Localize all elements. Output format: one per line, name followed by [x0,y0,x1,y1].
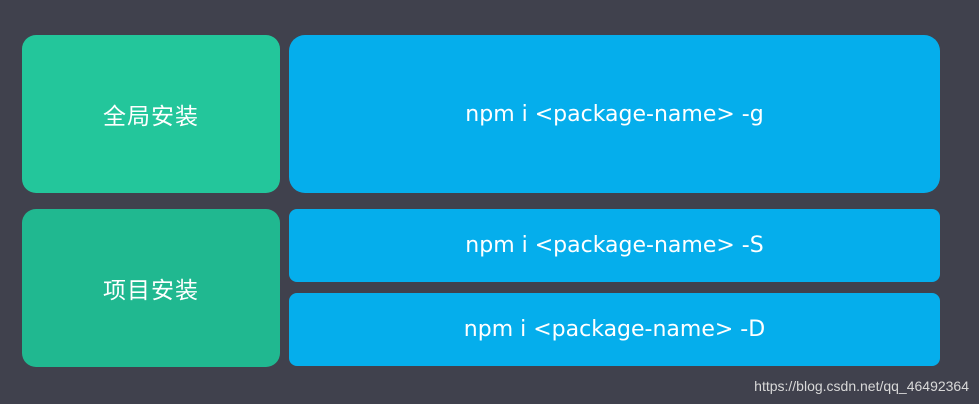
project-install-label: 项目安装 [103,278,199,304]
watermark-url: https://blog.csdn.net/qq_46492364 [754,378,969,394]
project-install-label-box: 项目安装 [22,209,280,367]
global-install-command: npm i <package-name> -g [465,101,764,127]
project-install-dev-command-box: npm i <package-name> -D [289,293,940,366]
global-install-command-box: npm i <package-name> -g [289,35,940,193]
global-install-label-box: 全局安装 [22,35,280,193]
project-install-save-command-box: npm i <package-name> -S [289,209,940,282]
global-install-label: 全局安装 [103,104,199,130]
project-install-save-command: npm i <package-name> -S [465,233,764,258]
project-install-dev-command: npm i <package-name> -D [463,317,766,342]
